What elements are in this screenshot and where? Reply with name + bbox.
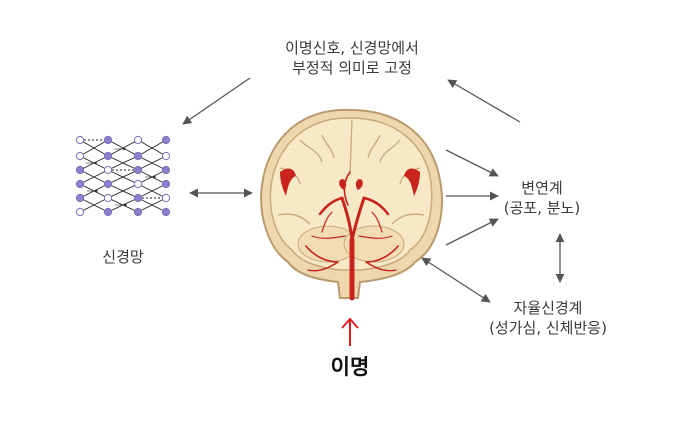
tinnitus-up-arrow [341,317,359,346]
arrow-brain-to-limbic-1 [445,149,499,177]
label-negative-fixation: 이명신호, 신경망에서 부정적 의미로 고정 [252,38,452,78]
label-neural-network: 신경망 [102,248,144,266]
arrow-brain-to-limbic-3 [445,218,499,246]
brain-cross-section-illustration [260,108,443,301]
label-autonomic-nervous-system: 자율신경계 (성가심, 신체반응) [468,298,628,338]
label-negative-fixation-line1: 이명신호, 신경망에서 [285,39,419,57]
arrow-brain-autonomic [421,257,491,303]
label-limbic-line2: (공포, 분노) [503,199,581,217]
arrow-limbic-to-top [447,79,521,123]
label-limbic-line1: 변연계 [521,179,563,197]
neural-network-illustration [75,135,171,217]
label-tinnitus: 이명 [330,355,370,379]
label-autonomic-line1: 자율신경계 [513,299,583,317]
label-autonomic-line2: (성가심, 신체반응) [489,319,607,337]
label-negative-fixation-line2: 부정적 의미로 고정 [292,59,412,77]
label-limbic-system: 변연계 (공포, 분노) [487,178,597,218]
arrow-top-to-network [182,77,251,125]
